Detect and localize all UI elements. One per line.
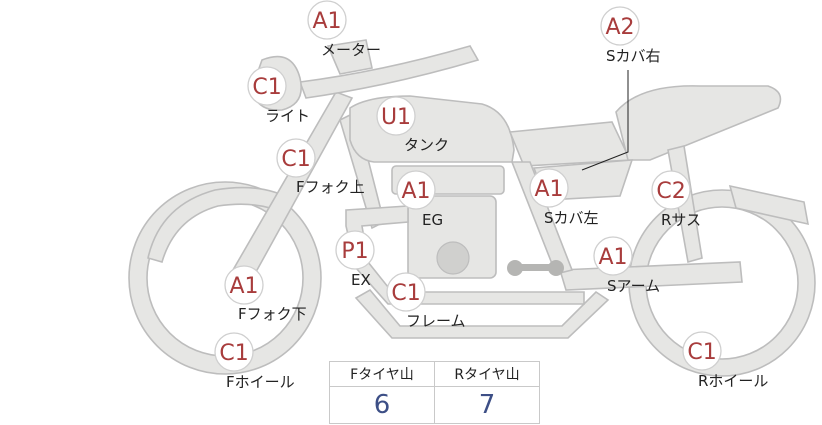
- rear-tire-header: Rタイヤ山: [434, 361, 540, 387]
- rear-seat-shape: [615, 85, 782, 161]
- badge-label: ライト: [265, 107, 310, 125]
- meter-shape: [326, 39, 373, 75]
- badge-label: Fフォク下: [238, 305, 307, 323]
- badge-lcover[interactable]: A1 Sカバ左: [529, 168, 599, 227]
- badge-label: Fホイール: [226, 373, 295, 391]
- badge-label: Rホイール: [698, 372, 768, 390]
- badge-grade: A1: [401, 179, 430, 204]
- badge-tank[interactable]: U1 タンク: [376, 96, 449, 154]
- handlebar-shape: [298, 45, 480, 99]
- badge-rsus[interactable]: C2 Rサス: [651, 170, 701, 229]
- foot-peg-shape: [507, 260, 564, 276]
- badge-grade: A2: [605, 15, 634, 40]
- badge-grade: C1: [252, 75, 281, 100]
- badge-fwheel[interactable]: C1 Fホイール: [214, 332, 295, 391]
- badge-grade: C1: [687, 340, 716, 365]
- front-tire-value: 6: [329, 386, 435, 424]
- badge-label: Rサス: [661, 211, 701, 229]
- badge-grade: A1: [534, 177, 563, 202]
- badge-grade: C1: [281, 147, 310, 172]
- badge-ffork-lower[interactable]: A1 Fフォク下: [224, 265, 307, 323]
- badge-label: EX: [351, 271, 371, 289]
- badge-ffork-upper[interactable]: C1 Fフォク上: [276, 138, 365, 196]
- rear-fender-shape: [728, 184, 810, 226]
- badge-frame[interactable]: C1 フレーム: [386, 272, 466, 330]
- badge-label: フレーム: [406, 312, 466, 330]
- motorcycle-silhouette: [128, 39, 816, 377]
- badge-label: Fフォク上: [296, 178, 365, 196]
- badge-eg[interactable]: A1 EG: [396, 170, 443, 229]
- badge-label: Sカバ左: [544, 209, 599, 227]
- rcover-leader-line: [581, 70, 629, 171]
- badge-meter[interactable]: A1 メーター: [307, 0, 381, 59]
- tire-tread-table: Fタイヤ山 Rタイヤ山 6 7: [329, 361, 540, 424]
- badge-label: Sアーム: [607, 277, 660, 295]
- badge-grade: C1: [391, 281, 420, 306]
- badge-ex[interactable]: P1 EX: [335, 230, 375, 289]
- badge-grade: U1: [381, 105, 411, 130]
- badge-light[interactable]: C1 ライト: [247, 66, 310, 125]
- badge-label: EG: [422, 211, 443, 229]
- rear-frame-shape: [510, 161, 574, 275]
- badge-grade: C2: [656, 179, 685, 204]
- badge-label: タンク: [404, 136, 449, 154]
- badge-rcover[interactable]: A2 Sカバ右: [600, 6, 661, 65]
- badge-grade: A1: [312, 9, 341, 34]
- badge-label: メーター: [321, 41, 381, 59]
- badge-grade: A1: [229, 274, 258, 299]
- seat-shape: [508, 121, 632, 167]
- badge-rwheel[interactable]: C1 Rホイール: [682, 331, 768, 390]
- badge-grade: C1: [219, 341, 248, 366]
- badge-sarm[interactable]: A1 Sアーム: [593, 236, 660, 295]
- badge-grade: A1: [598, 245, 627, 270]
- badge-grade: P1: [341, 239, 368, 264]
- badge-label: Sカバ右: [606, 47, 661, 65]
- rear-tire-value: 7: [434, 386, 540, 424]
- front-tire-header: Fタイヤ山: [329, 361, 435, 387]
